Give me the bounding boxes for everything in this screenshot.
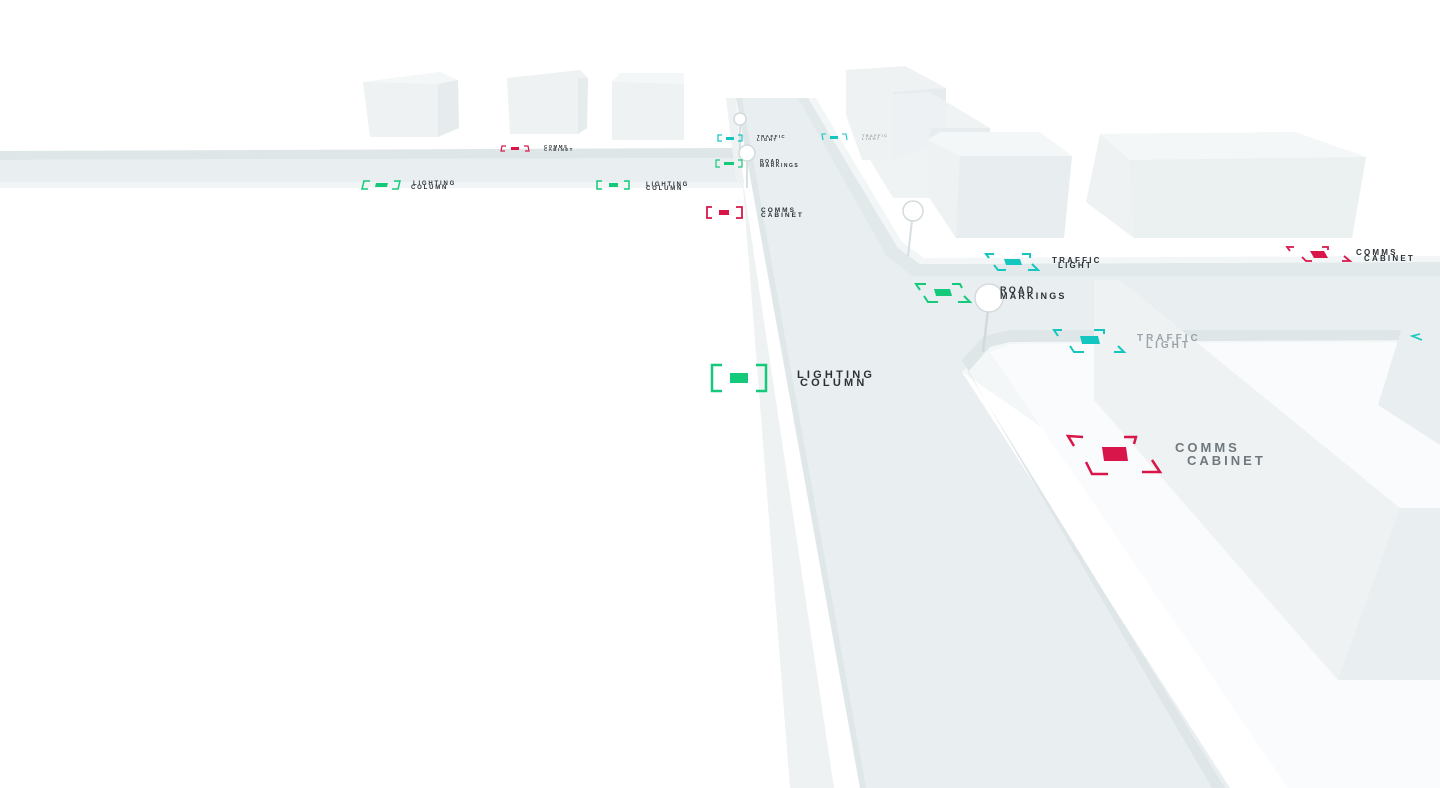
svg-text:COLUMN: COLUMN [411,185,448,191]
svg-text:MARKINGS: MARKINGS [1000,291,1067,301]
lighting-column-icon [596,180,630,190]
marker-traffic-light-tiny[interactable]: TRAFFIC LIGHT [717,134,786,142]
marker-lighting-column-left[interactable]: LIGHTING COLUMN [596,180,689,192]
marker-traffic-light-edge[interactable] [1409,333,1423,341]
svg-text:LIGHT: LIGHT [757,137,778,142]
building [1086,132,1366,238]
road-markings-icon [914,283,973,303]
block-right [962,280,1440,788]
comms-cabinet-icon [1285,246,1353,262]
marker-label-line1: LIGHTING [413,181,456,187]
marker-label-line1: ROAD [760,159,781,165]
svg-text:COLUMN: COLUMN [646,186,683,192]
marker-comms-cabinet-tiny[interactable]: COMMS CABINET [500,144,574,152]
svg-text:LIGHTING: LIGHTING [413,181,456,187]
marker-traffic-light-tiny2[interactable]: TRAFFIC LIGHT [821,133,888,141]
svg-text:COLUMN: COLUMN [800,377,867,389]
comms-cabinet-icon [706,206,743,219]
svg-text:LIGHTING: LIGHTING [646,182,689,188]
svg-text:LIGHT: LIGHT [1146,340,1191,351]
marker-road-markings-mid[interactable]: ROAD MARKINGS [914,283,1067,303]
marker-label-line2: COLUMN [411,185,448,191]
road-main [726,98,1440,788]
marker-label-line2: LIGHT [1058,261,1093,270]
map-pin[interactable] [902,200,924,257]
svg-text:CABINET: CABINET [1364,254,1415,263]
marker-comms-cabinet-left[interactable]: COMMS CABINET [706,206,804,219]
marker-lighting-column-left2[interactable]: LIGHTING COLUMN [361,180,456,191]
marker-label-line1: COMMS [544,144,568,149]
marker-label-line2: LIGHT [862,136,881,141]
lighting-column-icon [361,180,401,190]
road-markings-icon [715,159,743,168]
traffic-light-icon [717,134,743,142]
traffic-light-icon [984,253,1041,271]
building [363,72,459,137]
road-horizontal [0,148,744,188]
marker-label-line2: CABINET [1364,254,1415,263]
building [507,70,588,134]
marker-label-line2: LIGHT [1146,340,1191,351]
svg-text:COMMS: COMMS [1175,440,1240,455]
svg-text:MARKINGS: MARKINGS [760,163,799,169]
svg-text:LIGHTING: LIGHTING [797,369,875,381]
marker-label-line2: LIGHT [757,137,778,142]
comms-cabinet-icon [500,145,530,152]
marker-label-line1: COMMS [1356,248,1398,257]
marker-label-line2: CABINET [761,212,804,219]
svg-text:LIGHT: LIGHT [862,136,881,141]
lighting-column-icon [710,363,768,393]
map-pin[interactable] [974,283,1004,353]
svg-text:COMMS: COMMS [544,144,568,149]
marker-traffic-light-far[interactable]: TRAFFIC LIGHT [984,253,1102,271]
marker-lighting-column-main[interactable]: LIGHTING COLUMN [710,363,875,393]
svg-text:ROAD: ROAD [1000,285,1035,295]
marker-label-line2: MARKINGS [760,163,799,169]
svg-text:COMMS: COMMS [761,207,796,214]
traffic-light-icon [1052,329,1127,353]
map-pin[interactable] [738,144,756,188]
marker-comms-cabinet-far[interactable]: COMMS CABINET [1285,246,1415,263]
svg-text:TRAFFIC: TRAFFIC [862,133,888,138]
building [928,132,1072,238]
buildings [363,66,1366,238]
marker-label-line1: COMMS [761,207,796,214]
marker-label-line1: TRAFFIC [1052,256,1102,265]
svg-text:TRAFFIC: TRAFFIC [757,134,786,139]
marker-traffic-light-mid[interactable]: TRAFFIC LIGHT [1052,329,1201,353]
marker-label-line1: ROAD [1000,285,1035,295]
svg-text:LIGHT: LIGHT [1058,261,1093,270]
marker-label-line1: LIGHTING [646,182,689,188]
svg-text:CABINET: CABINET [1187,453,1266,468]
comms-cabinet-icon [1065,434,1163,476]
marker-comms-cabinet-main[interactable]: COMMS CABINET [1065,434,1266,476]
marker-label-line1: LIGHTING [797,369,875,381]
svg-text:COMMS: COMMS [1356,248,1398,257]
building [612,73,684,140]
marker-label-line2: MARKINGS [1000,291,1067,301]
svg-text:ROAD: ROAD [760,159,781,165]
svg-text:TRAFFIC: TRAFFIC [1052,256,1102,265]
svg-text:CABINET: CABINET [544,147,574,152]
marker-label-line1: TRAFFIC [862,133,888,138]
svg-text:TRAFFIC: TRAFFIC [1137,333,1201,344]
marker-road-markings-tiny[interactable]: ROAD MARKINGS [715,159,799,169]
marker-label-line1: TRAFFIC [1137,333,1201,344]
marker-label-line1: COMMS [1175,440,1240,455]
marker-label-line2: COLUMN [800,377,867,389]
svg-text:CABINET: CABINET [761,212,804,219]
traffic-light-icon [821,133,848,141]
marker-label-line2: CABINET [544,147,574,152]
marker-label-line1: TRAFFIC [757,134,786,139]
marker-label-line2: COLUMN [646,186,683,192]
marker-label-line2: CABINET [1187,453,1266,468]
